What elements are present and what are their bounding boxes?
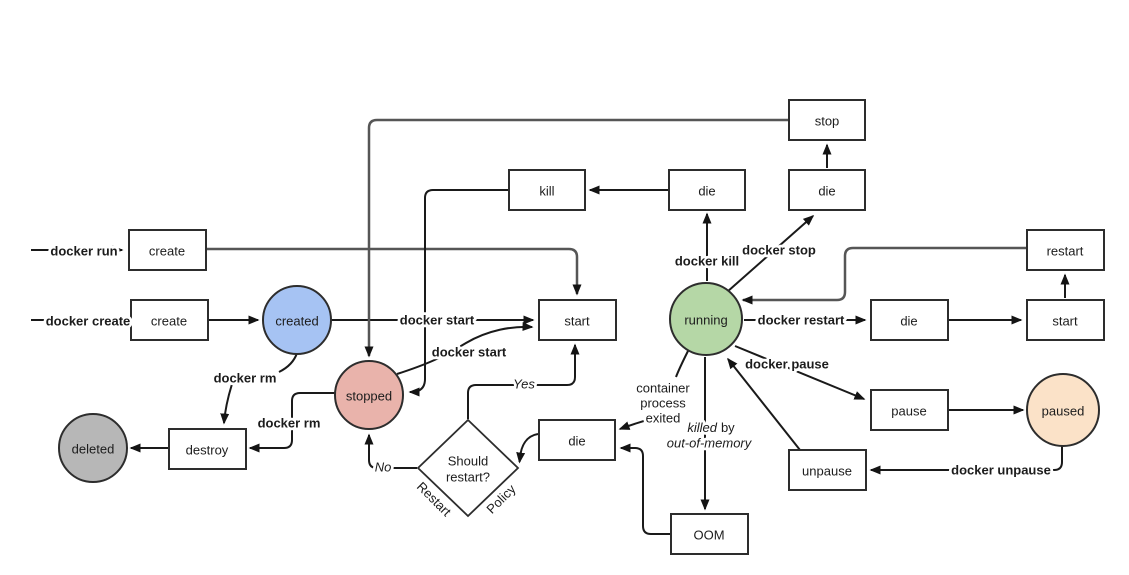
state-label-created: created (275, 314, 318, 329)
label-docker-rm-created: docker rm (214, 371, 277, 386)
edge-decision-no-to-stopped (364, 433, 417, 469)
label-docker-create: docker create (46, 314, 131, 329)
edge-stopped-to-destroy (248, 392, 335, 453)
event-label-unpause: unpause (802, 464, 852, 479)
event-label-destroy: destroy (186, 443, 229, 458)
edge-exited-to-die (618, 418, 652, 430)
edge-paused-to-unpause (869, 446, 1063, 475)
event-label-create: create (151, 314, 187, 329)
state-nodes: created stopped running paused deleted (58, 282, 1100, 483)
label-docker-stop: docker stop (742, 243, 816, 258)
event-label-pause: pause (891, 404, 926, 419)
event-label-die-from-stop: die (818, 184, 835, 199)
edge-restart-to-running (741, 246, 1027, 305)
label-docker-kill: docker kill (675, 254, 739, 269)
edge-labels: docker run docker create docker start do… (43, 240, 1054, 481)
state-created: created (262, 285, 332, 355)
event-label-create-run: create (149, 244, 185, 259)
edge-running-to-die-stop (726, 215, 815, 293)
event-box-die-from-kill: die (668, 169, 746, 211)
edge-create-run-to-start (206, 247, 582, 296)
label-docker-rm-stopped: docker rm (258, 416, 321, 431)
decision-text-line2: restart? (446, 470, 490, 485)
event-box-kill: kill (508, 169, 586, 211)
state-label-stopped: stopped (346, 389, 392, 404)
event-label-start-restart: start (1052, 314, 1078, 329)
state-label-running: running (684, 313, 727, 328)
edge-rm-label-to-destroy (220, 383, 233, 425)
label-docker-pause: docker pause (745, 357, 829, 372)
label-docker-run: docker run (50, 244, 117, 259)
edge-stop-to-stopped (364, 118, 789, 358)
event-box-stop: stop (788, 99, 866, 141)
event-box-pause: pause (870, 389, 949, 431)
label-no: No (375, 460, 392, 475)
edge-die-to-decision (516, 433, 539, 464)
event-label-start: start (564, 314, 590, 329)
event-box-unpause: unpause (788, 449, 867, 491)
event-nodes: create create start kill die die stop d (128, 99, 1105, 555)
label-container-process-exited-3: exited (646, 411, 681, 426)
label-docker-start-created: docker start (400, 313, 475, 328)
event-label-die-from-restart: die (900, 314, 917, 329)
label-out-of-memory: out-of-memory (667, 436, 753, 451)
state-label-paused: paused (1042, 404, 1085, 419)
edge-running-to-pause (734, 345, 866, 400)
event-box-create-run: create (128, 229, 207, 271)
decision-should-restart: Should restart? Restart Policy (414, 418, 520, 519)
event-box-destroy: destroy (168, 428, 247, 470)
edge-unpause-to-running (727, 357, 801, 451)
label-by: by (721, 420, 735, 435)
label-killed-by: killed by (687, 420, 735, 435)
event-box-restart: restart (1026, 229, 1105, 271)
event-label-stop: stop (815, 114, 840, 129)
event-label-restart: restart (1047, 244, 1084, 259)
event-box-die-from-restart: die (870, 299, 949, 341)
event-label-die-from-kill: die (698, 184, 715, 199)
event-label-die-from-exit: die (568, 434, 585, 449)
state-paused: paused (1026, 373, 1100, 447)
edge-stopped-start-to-start (396, 322, 534, 375)
state-running: running (669, 282, 743, 356)
state-deleted: deleted (58, 413, 128, 483)
edges (31, 118, 1070, 535)
label-yes: Yes (513, 377, 535, 392)
state-label-deleted: deleted (72, 442, 115, 457)
label-docker-unpause: docker unpause (951, 463, 1051, 478)
edge-kill-to-stopped (408, 189, 509, 397)
event-box-die-from-stop: die (788, 169, 866, 211)
event-box-start: start (538, 299, 617, 341)
edge-oom-to-die (619, 443, 670, 535)
event-box-create: create (130, 299, 209, 341)
event-box-start-restart: start (1026, 299, 1105, 341)
label-docker-restart: docker restart (758, 313, 845, 328)
decision-text-line1: Should (448, 454, 488, 469)
event-label-kill: kill (539, 184, 554, 199)
state-stopped: stopped (334, 360, 404, 430)
label-killed: killed (687, 420, 717, 435)
edge-created-to-rm-label (278, 352, 298, 373)
label-container-process-exited-2: process (640, 396, 686, 411)
edge-running-to-exited-label (675, 350, 689, 378)
event-label-oom: OOM (693, 528, 724, 543)
label-container-process-exited-1: container (636, 381, 690, 396)
event-box-oom: OOM (670, 513, 749, 555)
edge-decision-yes-to-start (467, 343, 580, 419)
label-docker-start-stopped: docker start (432, 345, 507, 360)
event-box-die-from-exit: die (538, 419, 616, 461)
